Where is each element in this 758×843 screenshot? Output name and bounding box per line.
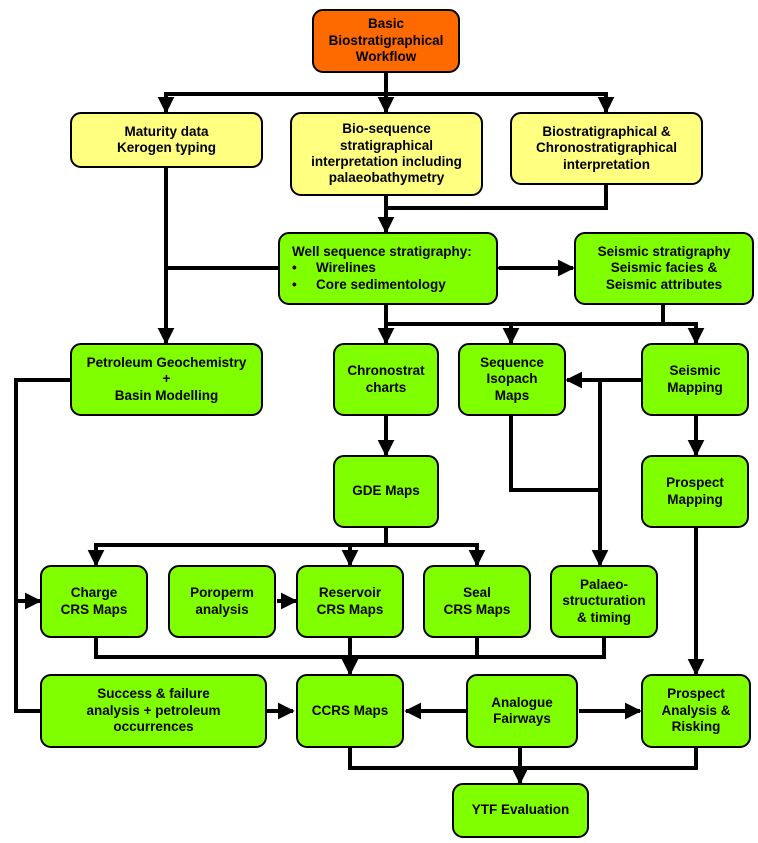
node-seismic-mapping: Seismic Mapping (641, 343, 749, 416)
bullet: • (292, 260, 297, 276)
node-seal-crs-maps: Seal CRS Maps (423, 565, 531, 638)
connector-biostrat-to-wellseq (386, 184, 608, 210)
node-sequence-isopach-maps: Sequence Isopach Maps (458, 343, 566, 416)
connector-gde-to-seal (386, 543, 486, 567)
node-charge-crs-maps: Charge CRS Maps (40, 565, 148, 638)
bullet: • (292, 276, 297, 292)
connector-basic-to-biostrat (386, 92, 615, 114)
node-ytf-evaluation: YTF Evaluation (452, 783, 589, 838)
node-chronostrat-charts: Chronostrat charts (333, 343, 439, 416)
node-poroperm-analysis: Poroperm analysis (168, 565, 276, 638)
node-ccrs-maps: CCRS Maps (296, 674, 404, 748)
node-gde-maps: GDE Maps (333, 455, 439, 528)
well-seq-title: Well sequence stratigraphy: (292, 243, 472, 259)
node-petroleum-geochemistry: Petroleum Geochemistry + Basin Modelling (70, 343, 263, 416)
node-basic-workflow: Basic Biostratigraphical Workflow (312, 9, 460, 73)
node-biostratigraphical: Biostratigraphical & Chronostratigraphic… (510, 112, 703, 185)
connector-to-ytf (348, 748, 698, 770)
node-prospect-analysis-risking: Prospect Analysis & Risking (641, 674, 751, 748)
connector-basic-to-maturity (157, 72, 388, 114)
node-reservoir-crs-maps: Reservoir CRS Maps (296, 565, 404, 638)
connector-gde-split (87, 528, 388, 567)
node-success-failure-analysis: Success & failure analysis + petroleum o… (40, 674, 267, 748)
node-bio-sequence: Bio-sequence stratigraphical interpretat… (290, 112, 483, 196)
node-well-sequence-stratigraphy: Well sequence stratigraphy: • Wirelines •… (278, 232, 498, 305)
connector-split (386, 322, 705, 345)
node-seismic-stratigraphy: Seismic stratigraphy Seismic facies & Se… (574, 232, 754, 305)
node-prospect-mapping: Prospect Mapping (641, 455, 749, 528)
node-palaeo-structuration: Palaeo- structuration & timing (550, 565, 658, 638)
node-analogue-fairways: Analogue Fairways (466, 674, 578, 748)
connector-seqisopach-to-palaeo (509, 416, 600, 492)
well-seq-item-core: Core sedimentology (316, 276, 446, 292)
well-seq-item-wirelines: Wirelines (316, 260, 376, 276)
node-maturity-data: Maturity data Kerogen typing (70, 112, 263, 168)
